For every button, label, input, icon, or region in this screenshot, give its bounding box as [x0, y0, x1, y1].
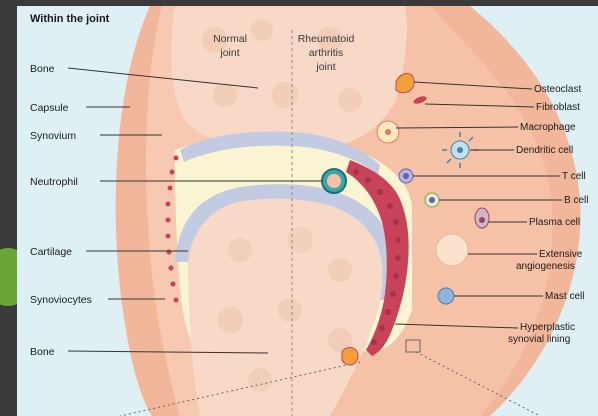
label-hyperplastic-line-1: Hyperplastic [520, 322, 575, 333]
diagram-title: Within the joint [30, 13, 110, 25]
label-capsule: Capsule [30, 102, 69, 114]
angiogenesis-icon [436, 234, 468, 266]
t-cell-icon [399, 169, 413, 183]
plasma-cell-icon [475, 208, 489, 228]
label-macrophage: Macrophage [520, 122, 576, 133]
label-angiogenesis-line-2: angiogenesis [516, 261, 575, 272]
label-plasma-cell: Plasma cell [529, 217, 580, 228]
macrophage-icon [377, 121, 399, 143]
bottom-osteoclast-icon [342, 347, 358, 364]
label-dendritic-cell: Dendritic cell [516, 145, 573, 156]
b-cell-icon [425, 193, 439, 207]
label-fibroblast: Fibroblast [536, 102, 580, 113]
label-bone-top: Bone [30, 63, 55, 75]
label-mast-cell: Mast cell [545, 291, 584, 302]
neutrophil-icon [322, 169, 346, 193]
label-neutrophil: Neutrophil [30, 176, 78, 188]
upper-bone [171, 6, 407, 150]
ra-header-line-3: joint [315, 61, 335, 73]
label-bone-bottom: Bone [30, 346, 55, 358]
label-synoviocytes: Synoviocytes [30, 294, 92, 306]
label-b-cell: B cell [564, 195, 588, 206]
normal-header-line-1: Normal [213, 33, 247, 45]
label-angiogenesis-line-1: Extensive [539, 249, 583, 260]
label-osteoclast: Osteoclast [534, 84, 581, 95]
ra-header-line-2: arthritis [309, 47, 343, 59]
normal-header-line-2: joint [219, 47, 239, 59]
mast-cell-icon [438, 288, 454, 304]
label-hyperplastic-line-2: synovial lining [508, 334, 570, 345]
ra-header-line-1: Rheumatoid [298, 33, 355, 45]
label-t-cell: T cell [562, 171, 586, 182]
label-cartilage: Cartilage [30, 246, 72, 258]
label-synovium: Synovium [30, 130, 76, 142]
